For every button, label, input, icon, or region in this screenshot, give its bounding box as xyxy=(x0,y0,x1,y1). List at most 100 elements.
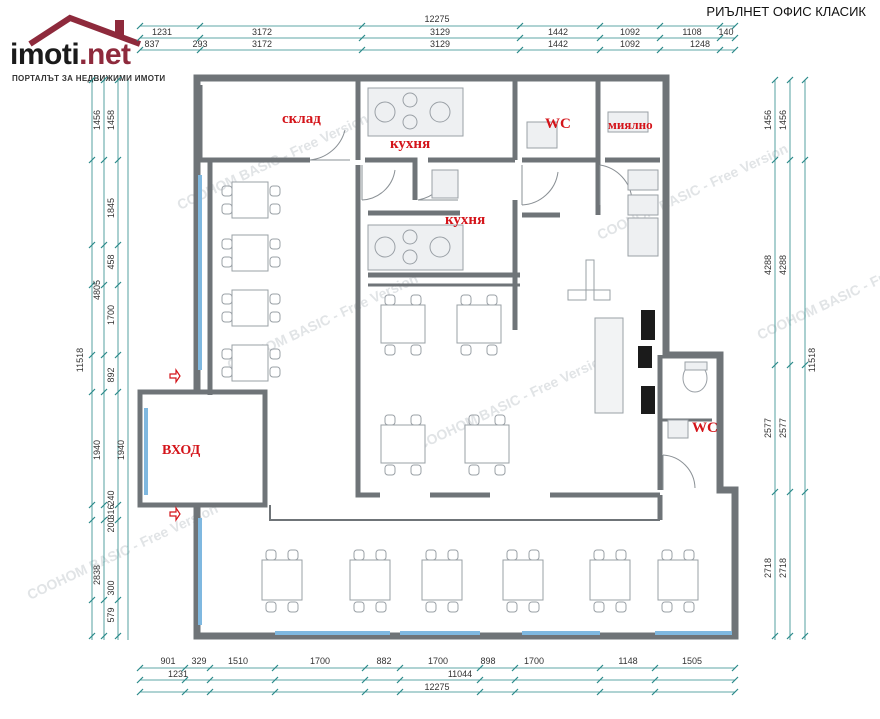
chair-icon xyxy=(661,549,673,561)
dim-right-b: 2577 xyxy=(778,418,788,438)
chair-icon xyxy=(384,344,396,356)
dimension-tick xyxy=(771,156,779,164)
dim-right-a: 4288 xyxy=(763,255,773,275)
dining-table xyxy=(657,549,699,613)
chair-icon xyxy=(410,294,422,306)
chair-icon xyxy=(661,601,673,613)
dimension-tick xyxy=(771,361,779,369)
dimension-tick xyxy=(476,664,484,672)
dim-left-outer: 1456 xyxy=(92,110,102,130)
dimension-tick xyxy=(271,676,279,684)
dim-bottom-left: 1231 xyxy=(168,669,188,679)
dim-left-outer: 2838 xyxy=(92,565,102,585)
chair-icon xyxy=(269,185,281,197)
dimension-tick xyxy=(511,688,519,696)
chair-icon xyxy=(287,549,299,561)
chair-icon xyxy=(269,311,281,323)
dimension-tick xyxy=(181,688,189,696)
dimension-tick xyxy=(801,76,809,84)
room-label-wc-top: WC xyxy=(545,116,571,132)
chair-icon xyxy=(494,464,506,476)
chair-icon xyxy=(384,464,396,476)
dimension-tick xyxy=(596,22,604,30)
dimension-tick xyxy=(88,156,96,164)
dim-bottom-row1: 1505 xyxy=(682,656,702,666)
chair-icon xyxy=(269,348,281,360)
chair-icon xyxy=(506,549,518,561)
dimension-tick xyxy=(88,241,96,249)
walls xyxy=(137,74,739,640)
dimension-tick xyxy=(88,596,96,604)
dim-bottom-row1: 1700 xyxy=(428,656,448,666)
dim-top-row1: 1108 xyxy=(682,27,701,37)
dim-top-row1: 1442 xyxy=(548,27,568,37)
roof-icon xyxy=(28,14,142,47)
room-label-kitchen-mid: кухня xyxy=(445,212,485,228)
dimension-tick xyxy=(771,76,779,84)
dim-left-inner: 1845 xyxy=(106,198,116,218)
dim-top-total: 12275 xyxy=(424,14,449,24)
dimension-tick xyxy=(136,664,144,672)
dimension-ticks xyxy=(88,22,809,696)
dim-top-row2: 1092 xyxy=(620,39,640,49)
chair-icon xyxy=(460,294,472,306)
dimension-tick xyxy=(100,596,108,604)
dim-left-inner: 200 xyxy=(106,517,116,532)
dimension-tick xyxy=(511,664,519,672)
chair-icon xyxy=(468,464,480,476)
dimension-tick xyxy=(396,676,404,684)
chair-icon xyxy=(221,293,233,305)
dimension-tick xyxy=(88,281,96,289)
dimension-tick xyxy=(786,632,794,640)
watermark: COOHOM BASIC - Free Version xyxy=(25,500,221,603)
chair-icon xyxy=(447,601,459,613)
chair-icon xyxy=(221,366,233,378)
chair-icon xyxy=(375,601,387,613)
chair-icon xyxy=(269,293,281,305)
chair-icon xyxy=(447,549,459,561)
dimension-tick xyxy=(731,46,739,54)
dim-bottom-total: 12275 xyxy=(424,682,449,692)
chair-icon xyxy=(460,344,472,356)
watermark: COOHOM BASIC - Free Version xyxy=(415,350,611,453)
dining-table xyxy=(502,549,544,613)
watermark: COOHOM BASIC - Free Version xyxy=(755,240,880,343)
dim-right-total: 11518 xyxy=(807,348,817,372)
dimension-tick xyxy=(716,22,724,30)
chair-icon xyxy=(221,203,233,215)
dimension-tick xyxy=(206,688,214,696)
dimension-tick xyxy=(716,46,724,54)
chair-icon xyxy=(410,344,422,356)
chair-icon xyxy=(425,601,437,613)
room-label-sink: миялно xyxy=(608,117,653,132)
dim-right-b: 4288 xyxy=(778,255,788,275)
dimension-tick xyxy=(361,664,369,672)
dim-bottom-right: 11044 xyxy=(448,669,472,679)
dim-bottom-row1: 1700 xyxy=(524,656,544,666)
dim-top-row2: 3129 xyxy=(430,39,450,49)
dim-left-inner: 458 xyxy=(106,254,116,269)
dimension-tick xyxy=(88,76,96,84)
dining-table xyxy=(349,549,391,613)
dim-left-inner: 300 xyxy=(106,580,116,595)
dim-bottom-row1: 1148 xyxy=(618,656,637,666)
chair-icon xyxy=(494,414,506,426)
dim-top-row1: 1231 xyxy=(152,27,172,37)
dimension-tick xyxy=(361,688,369,696)
chair-icon xyxy=(506,601,518,613)
brand-tagline: ПОРТАЛЪТ ЗА НЕДВИЖИМИ ИМОТИ xyxy=(12,74,166,83)
dim-top-row1: 1092 xyxy=(620,27,640,37)
dim-bottom-row1: 901 xyxy=(160,656,175,666)
dimension-tick xyxy=(88,516,96,524)
room-label-storage: склад xyxy=(282,111,321,127)
dimension-tick xyxy=(651,688,659,696)
dimension-tick xyxy=(114,281,122,289)
dimension-tick xyxy=(596,46,604,54)
dim-top-row2: 1442 xyxy=(548,39,568,49)
chair-icon xyxy=(221,238,233,250)
dimension-tick xyxy=(786,488,794,496)
room-label-wc-right: WC xyxy=(692,420,718,436)
brand-logo[interactable]: imoti.net ПОРТАЛЪТ ЗА НЕДВИЖИМИ ИМОТИ xyxy=(10,8,180,88)
dim-top-row1: 140 xyxy=(718,27,733,37)
